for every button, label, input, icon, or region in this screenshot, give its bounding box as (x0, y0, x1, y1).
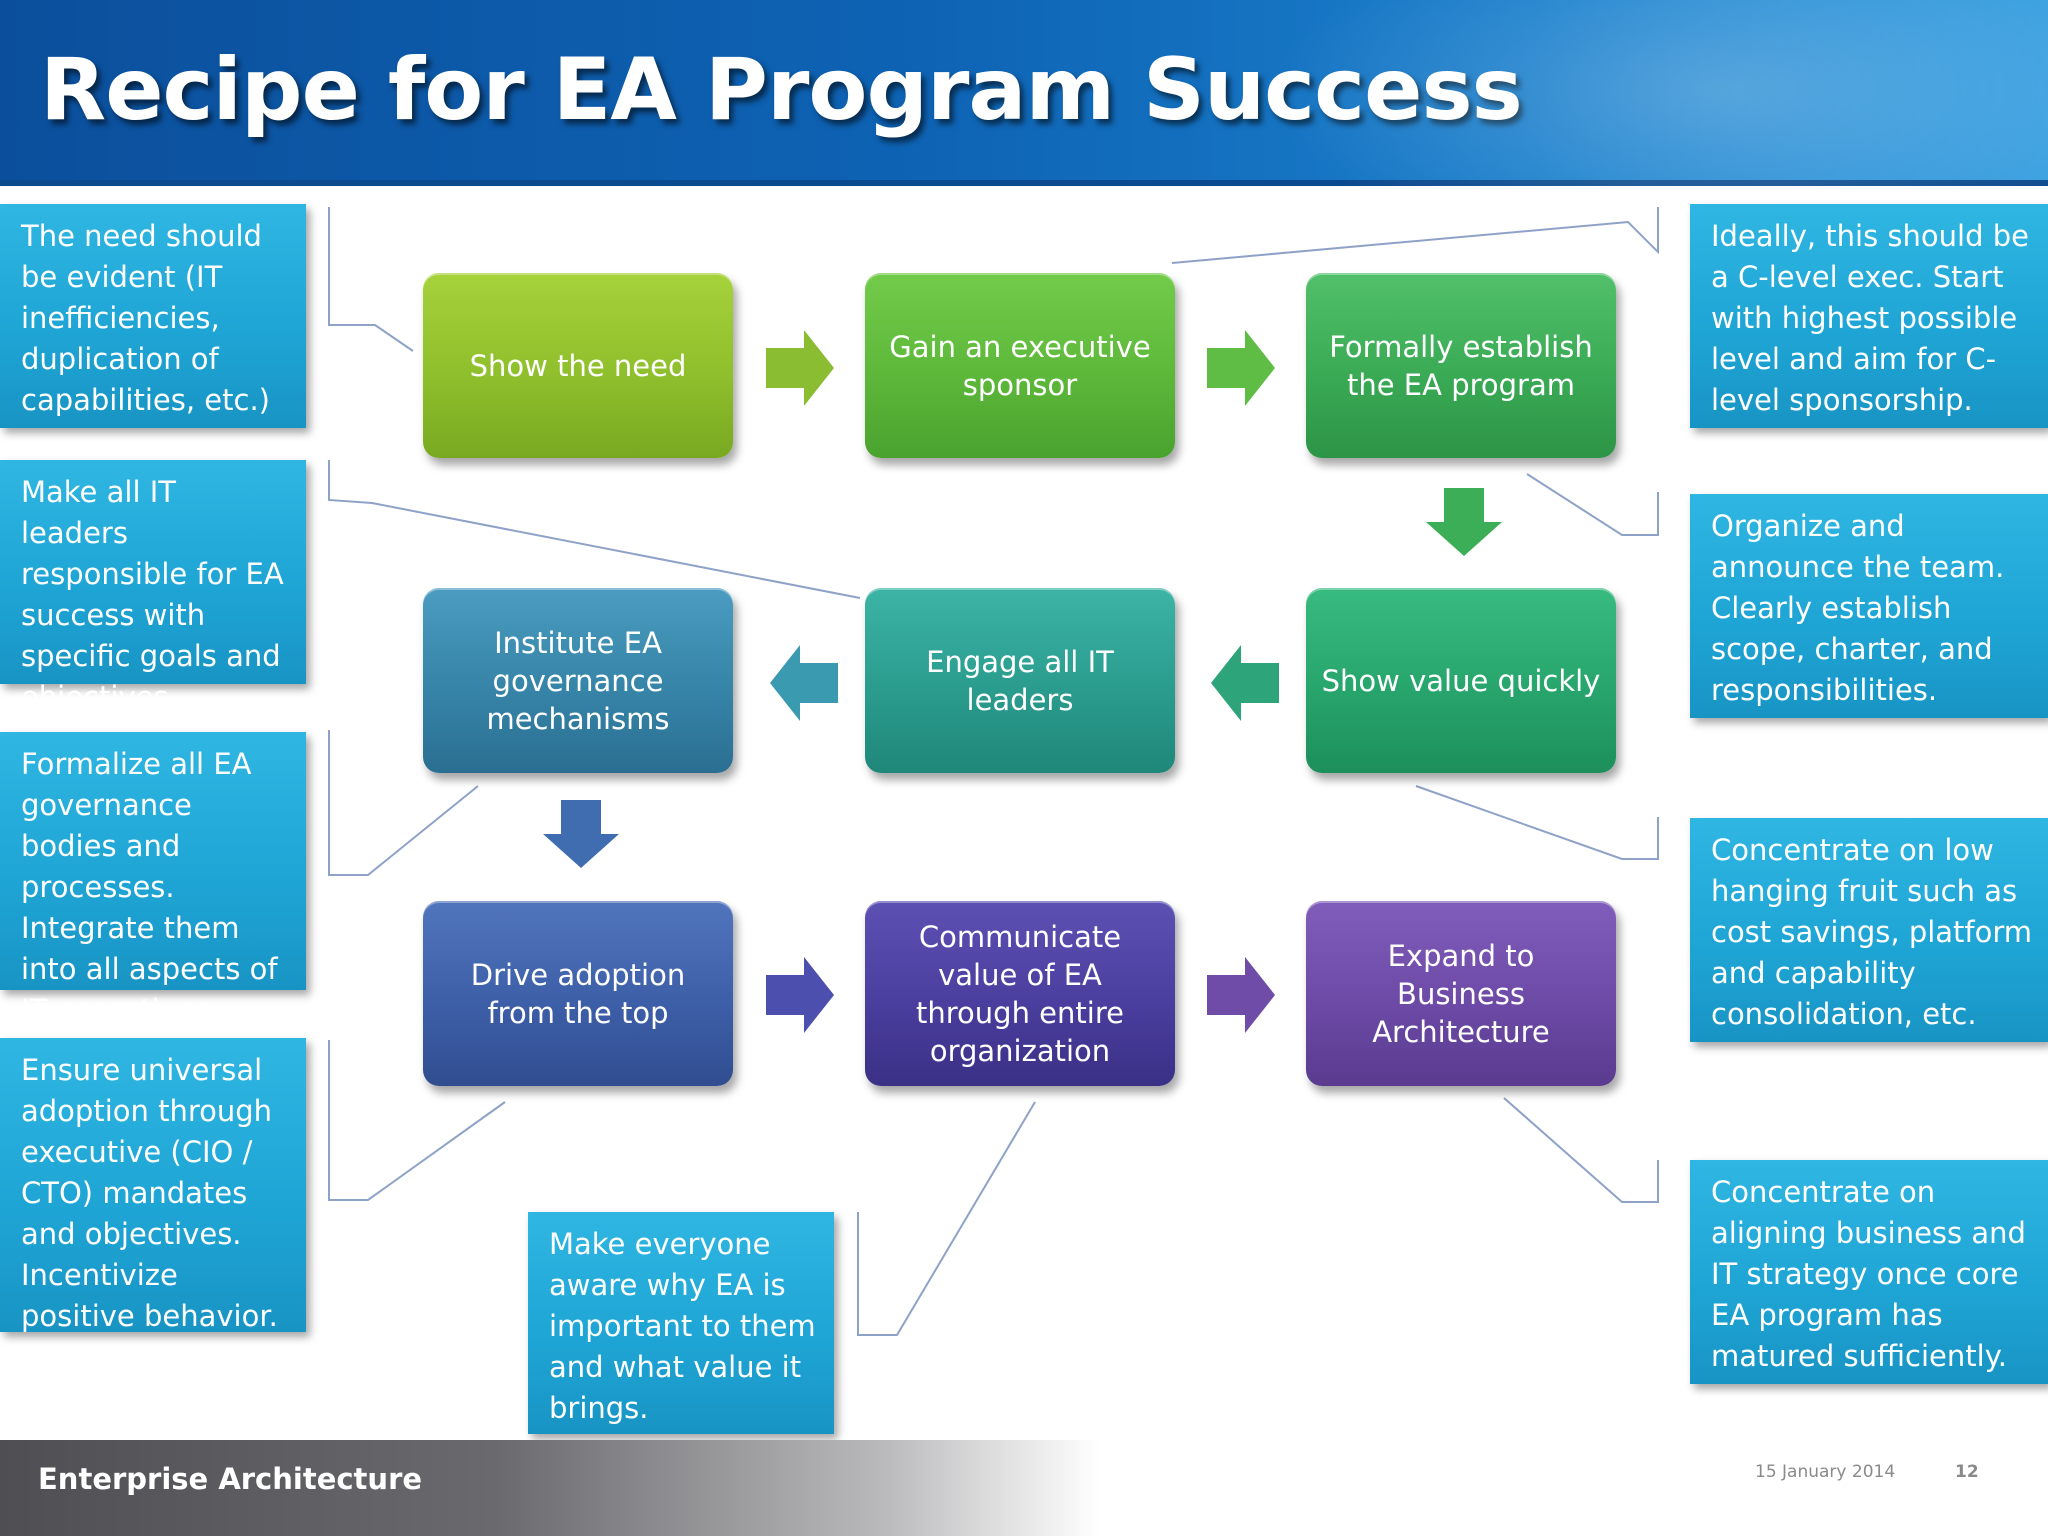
connector-establish (1526, 473, 1659, 536)
step-drive-adoption-from-top: Drive adoption from the top (423, 901, 733, 1086)
step-show-the-need: Show the need (423, 273, 733, 458)
step-formally-establish-ea-program: Formally establish the EA program (1306, 273, 1616, 458)
connector-sponsor (1171, 207, 1659, 264)
arrow-left-icon (1211, 645, 1279, 721)
arrow-down-icon (1426, 488, 1502, 556)
step-expand-to-business-architecture: Expand to Business Architecture (1306, 901, 1616, 1086)
footer-label: Enterprise Architecture (38, 1462, 423, 1496)
step-engage-all-it-leaders: Engage all IT leaders (865, 588, 1175, 773)
connector-engage-leaders (328, 460, 861, 599)
arrow-right-icon (1207, 957, 1275, 1033)
page-number: 12 (1955, 1462, 1979, 1482)
note-drive-adoption: Ensure universal adoption through execut… (0, 1038, 306, 1333)
step-gain-executive-sponsor: Gain an executive sponsor (865, 273, 1175, 458)
step-communicate-value-of-ea: Communicate value of EA through entire o… (865, 901, 1175, 1086)
step-show-value-quickly: Show value quickly (1306, 588, 1616, 773)
slide-header: Recipe for EA Program Success (0, 0, 2048, 186)
note-sponsor: Ideally, this should be a C-level exec. … (1690, 204, 2048, 428)
note-establish: Organize and announce the team. Clearly … (1690, 494, 2048, 718)
note-show-need: The need should be evident (IT inefficie… (0, 204, 306, 428)
connector-communicate (857, 1101, 1036, 1336)
note-show-value: Concentrate on low hanging fruit such as… (1690, 818, 2048, 1042)
note-governance: Formalize all EA governance bodies and p… (0, 732, 306, 1027)
note-communicate: Make everyone aware why EA is important … (528, 1212, 834, 1434)
connector-expand (1503, 1097, 1659, 1203)
connector-show-need (328, 207, 414, 352)
connector-drive-adoption (328, 1040, 506, 1201)
arrow-right-icon (1207, 330, 1275, 406)
footer-bar (0, 1440, 1100, 1536)
arrow-down-icon (543, 800, 619, 868)
note-expand: Concentrate on aligning business and IT … (1690, 1160, 2048, 1384)
note-engage-leaders: Make all IT leaders responsible for EA s… (0, 460, 306, 714)
arrow-right-icon (766, 957, 834, 1033)
connector-show-value (1415, 785, 1659, 860)
step-institute-ea-governance: Institute EA governance mechanisms (423, 588, 733, 773)
footer-date: 15 January 2014 (1755, 1462, 1896, 1482)
arrow-right-icon (766, 330, 834, 406)
connector-governance (328, 730, 479, 876)
arrow-left-icon (770, 645, 838, 721)
